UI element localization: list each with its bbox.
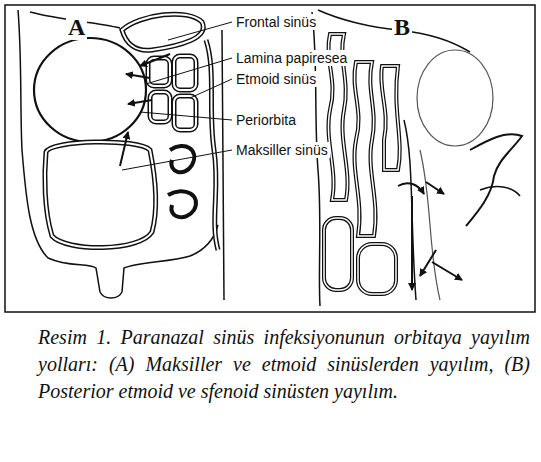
- part-name: Etmoid sinüs: [234, 71, 318, 87]
- panel-letter: B: [392, 14, 412, 40]
- part-name: Frontal sinüs: [234, 14, 318, 30]
- part-name: Periorbita: [234, 112, 298, 128]
- coronal-section: [18, 10, 232, 300]
- part-name: Lamina papiresea: [234, 50, 349, 66]
- part-name: Maksiller sinüs: [234, 142, 330, 158]
- figure-frame: [5, 5, 535, 312]
- figure-caption: Resim 1. Paranazal sinüs infeksiyonunun …: [38, 324, 530, 405]
- panel-letter: A: [66, 14, 87, 40]
